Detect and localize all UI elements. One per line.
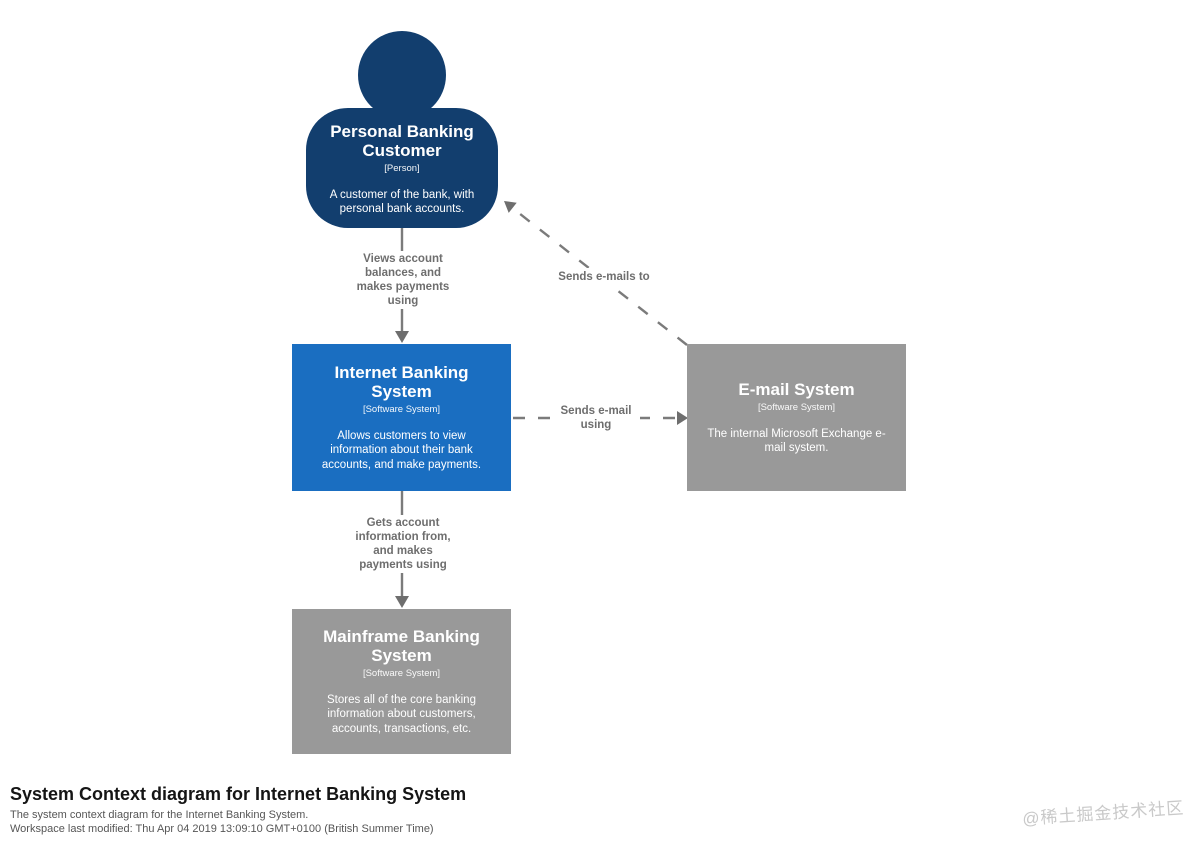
person-title: Personal Banking Customer: [330, 121, 474, 160]
system-description: Stores all of the core banking informati…: [327, 693, 476, 735]
system-title: Internet Banking System: [334, 362, 469, 401]
system-meta: [Software System]: [362, 403, 441, 415]
person-node-personal-banking-customer: Personal Banking Customer [Person] A cus…: [306, 108, 498, 228]
arrowhead-right-email-icon: [677, 411, 688, 425]
system-meta: [Software System]: [362, 667, 441, 679]
system-title: Mainframe Banking System: [323, 626, 480, 665]
edge-label-sends-emails-to: Sends e-mails to: [550, 268, 658, 286]
edge-label-views-account: Views account balances, and makes paymen…: [350, 251, 456, 309]
person-description: A customer of the bank, with personal ba…: [329, 188, 475, 216]
system-node-mainframe: Mainframe Banking System [Software Syste…: [292, 609, 511, 754]
system-node-internet-banking: Internet Banking System [Software System…: [292, 344, 511, 491]
arrowhead-upleft-person-icon: [504, 201, 517, 213]
arrowhead-down-ibs-icon: [395, 331, 409, 343]
edge-label-gets-account: Gets account information from, and makes…: [350, 515, 456, 573]
system-description: The internal Microsoft Exchange e-mail s…: [707, 427, 886, 455]
edge-label-sends-email-using: Sends e-mail using: [552, 403, 640, 433]
person-head-icon: [358, 31, 446, 119]
system-description: Allows customers to view information abo…: [321, 429, 482, 471]
arrowhead-down-mainframe-icon: [395, 596, 409, 608]
diagram-title: System Context diagram for Internet Bank…: [10, 784, 467, 804]
system-meta: [Software System]: [757, 401, 836, 413]
system-title: E-mail System: [738, 379, 855, 399]
system-node-email: E-mail System [Software System] The inte…: [687, 344, 906, 491]
workspace-modified-text: Workspace last modified: Thu Apr 04 2019…: [10, 823, 434, 835]
person-meta: [Person]: [384, 162, 420, 174]
diagram-subtitle: The system context diagram for the Inter…: [10, 809, 309, 821]
diagram-footer: System Context diagram for Internet Bank…: [10, 783, 466, 836]
